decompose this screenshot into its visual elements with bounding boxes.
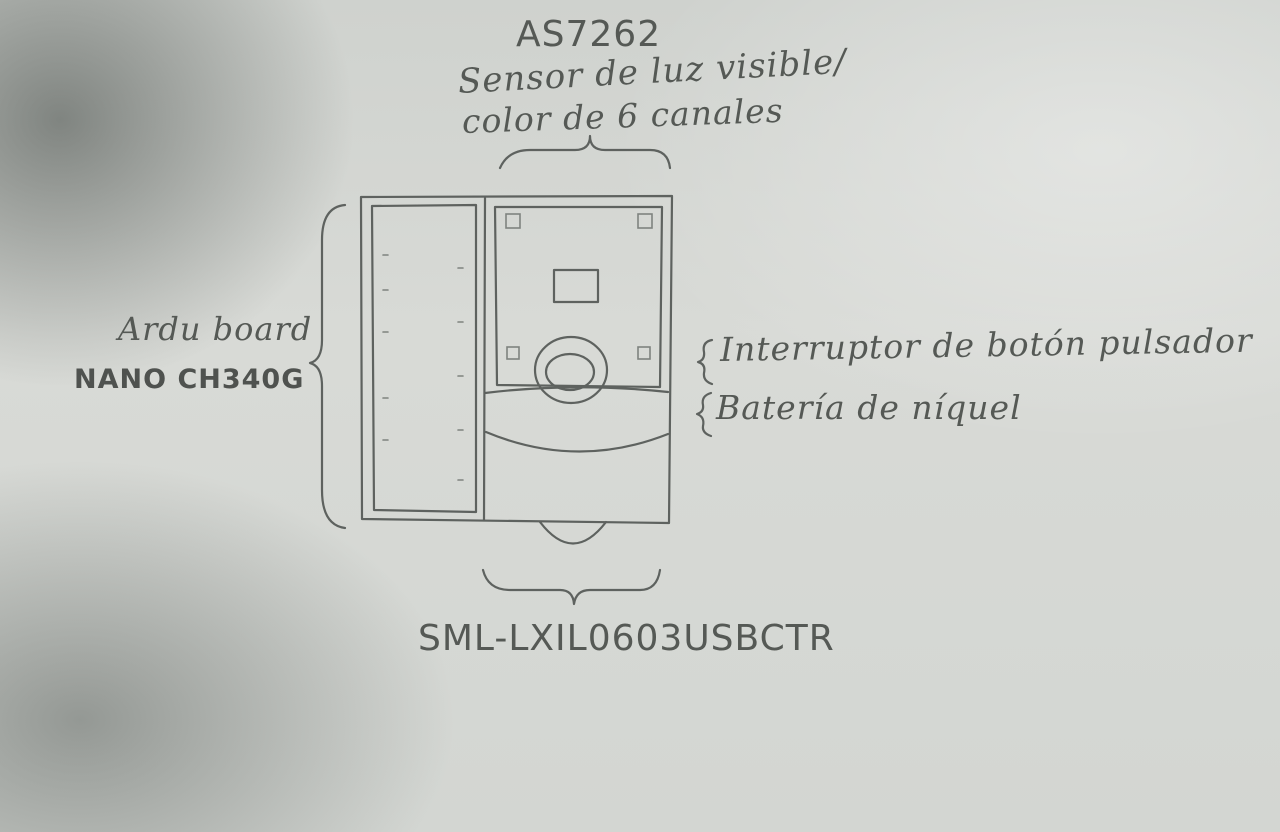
- led-bump: [538, 520, 608, 545]
- battery-compartment-curve: [484, 430, 670, 453]
- sensor-part-label: AS7262: [516, 14, 662, 55]
- sensor-chip: [552, 268, 600, 304]
- board-label-line1: Ardu board: [118, 310, 313, 348]
- brace-battery: [695, 391, 713, 438]
- sensor-corner-mark: [505, 213, 521, 229]
- sensor-corner-mark: [637, 213, 653, 229]
- sensor-corner-mark: [637, 346, 651, 360]
- board-pin-marks: [382, 254, 464, 481]
- sensor-window-outline: [493, 205, 664, 389]
- brace-top: [498, 134, 672, 170]
- brace-switch: [696, 338, 714, 386]
- brace-left: [308, 203, 347, 530]
- arduino-board-outline: [370, 203, 478, 514]
- push-button-inner: [544, 352, 596, 392]
- push-button: [533, 335, 609, 405]
- sensor-corner-mark: [506, 346, 520, 360]
- battery-label: Batería de níquel: [716, 388, 1022, 427]
- led-part-label: SML-LXIL0603USBCTR: [418, 618, 835, 659]
- brace-bottom: [481, 568, 662, 606]
- enclosure-outline: [359, 194, 674, 525]
- battery-compartment: [483, 386, 670, 395]
- board-label-line2: NANO CH340G: [74, 364, 305, 395]
